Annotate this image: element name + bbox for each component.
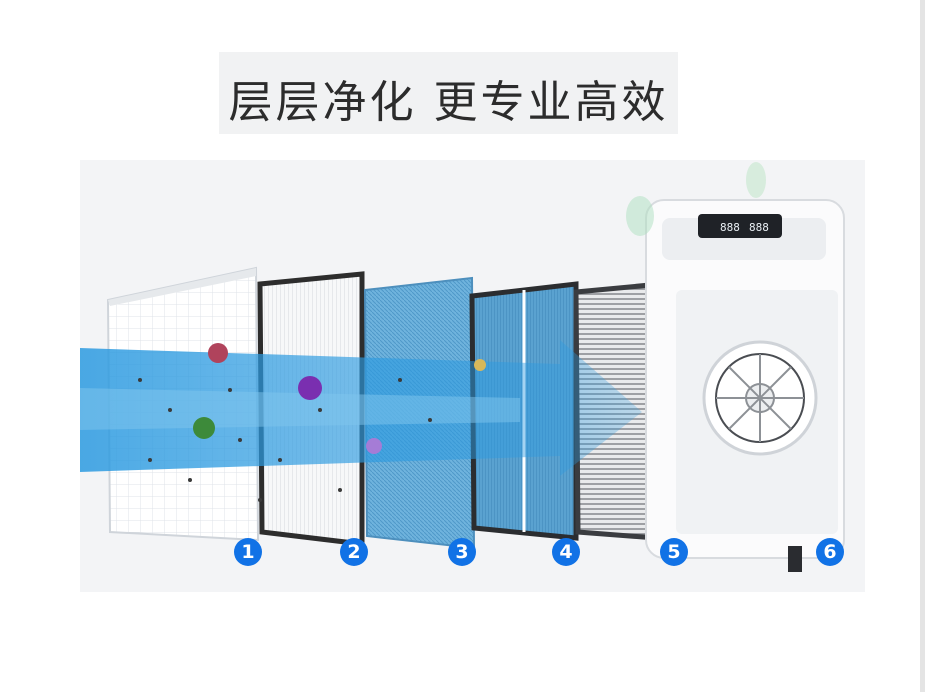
- pollutant-particles: [138, 343, 486, 502]
- stage-badge-3: 3: [448, 538, 476, 566]
- stage-badge-4: 4: [552, 538, 580, 566]
- filter-layers-graphic: 888 888: [80, 162, 845, 572]
- stage-badge-1: 1: [234, 538, 262, 566]
- stage-badge-2: 2: [340, 538, 368, 566]
- air-purifier-unit: 888 888: [626, 162, 845, 572]
- stage-badge-5: 5: [660, 538, 688, 566]
- headline-banner: 层层净化 更专业高效: [219, 52, 678, 134]
- display-readout-right: 888: [749, 221, 769, 234]
- stage-badge-6: 6: [816, 538, 844, 566]
- display-readout-left: 888: [720, 221, 740, 234]
- page-title: 层层净化 更专业高效: [228, 77, 669, 128]
- airflow-arrow: [80, 340, 642, 476]
- right-scroll-edge: [920, 0, 925, 692]
- filter-illustration: 888 888: [80, 160, 865, 592]
